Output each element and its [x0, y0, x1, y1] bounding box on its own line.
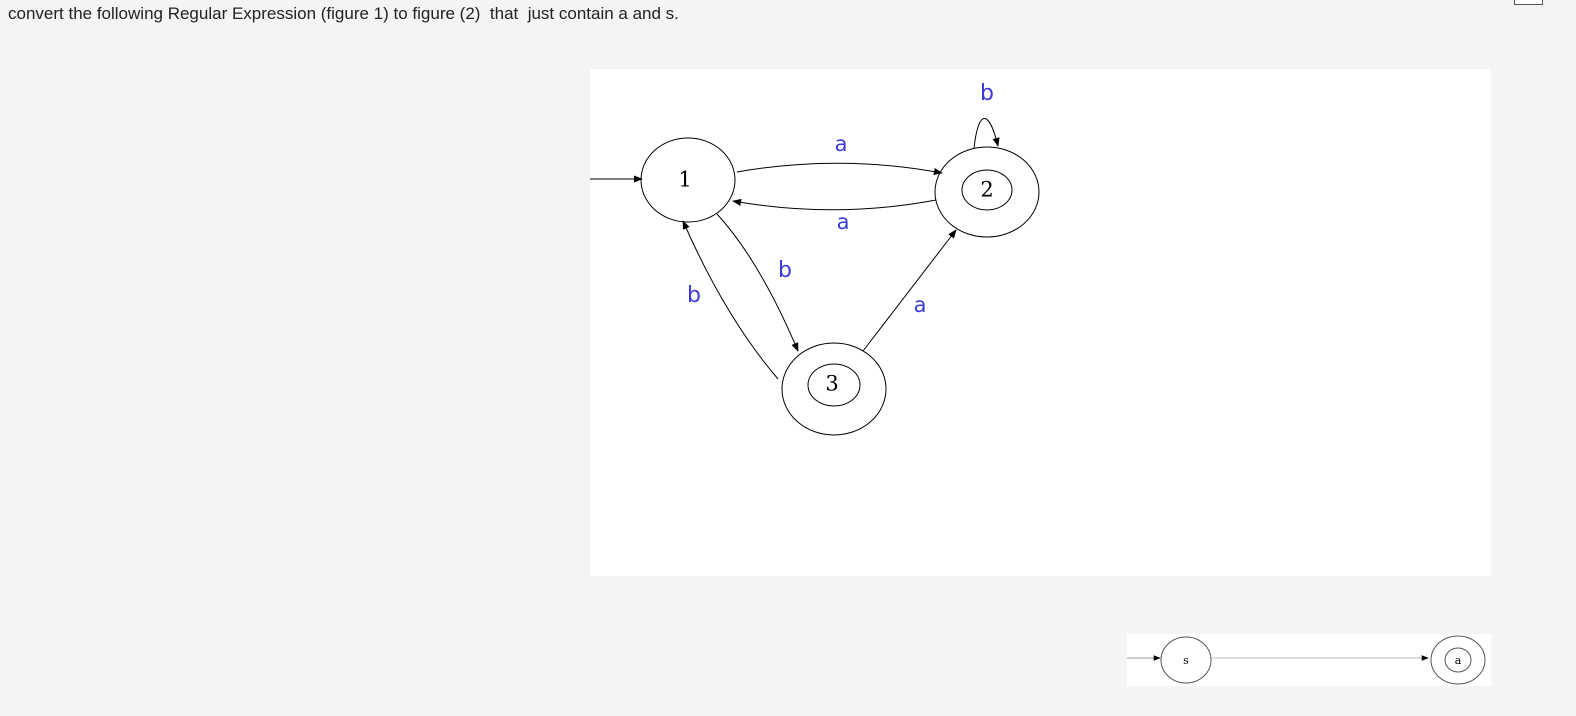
figure-2-svg: s a — [1127, 635, 1486, 685]
transition-1-to-3-label: b — [778, 258, 792, 283]
state-3-label: 3 — [825, 372, 838, 396]
state-2-label: 2 — [980, 178, 993, 202]
transition-2-self-loop-edge — [973, 118, 1000, 149]
transition-1-to-3-edge — [716, 213, 799, 352]
transition-1-to-2-label: a — [835, 132, 848, 156]
transition-2-to-1-edge — [732, 198, 937, 211]
state-3-inner-circle — [807, 363, 861, 407]
state-1-label: 1 — [678, 168, 691, 192]
transition-3-to-2-label: a — [914, 293, 927, 317]
transition-1-to-2-edge — [736, 162, 943, 176]
transition-2-to-1-label: a — [837, 210, 850, 234]
figure-2-state-s-label: s — [1183, 654, 1189, 667]
figure-2-state-a-inner-circle — [1444, 647, 1472, 673]
figure-2-state-s-circle — [1160, 636, 1212, 684]
figure-2-state-a-label: a — [1455, 654, 1462, 667]
question-text: convert the following Regular Expression… — [8, 4, 679, 23]
state-2-inner-circle — [961, 169, 1013, 211]
corner-widget[interactable] — [1514, 0, 1543, 5]
transition-3-to-2-edge — [862, 229, 957, 352]
transition-3-to-1-edge — [682, 220, 779, 380]
state-3-outer-circle — [781, 342, 887, 436]
transition-3-to-1-label: b — [687, 283, 701, 308]
figure-1-automaton: 1 2 3 a a b b b a — [590, 69, 1491, 576]
figure-1-svg: 1 2 3 a a b b b a — [590, 81, 1040, 436]
transition-2-self-loop-label: b — [980, 81, 994, 106]
state-2-outer-circle — [934, 146, 1040, 238]
figure-2-state-a-outer-circle — [1430, 635, 1486, 685]
figure-2-automaton: s a — [1127, 634, 1491, 686]
